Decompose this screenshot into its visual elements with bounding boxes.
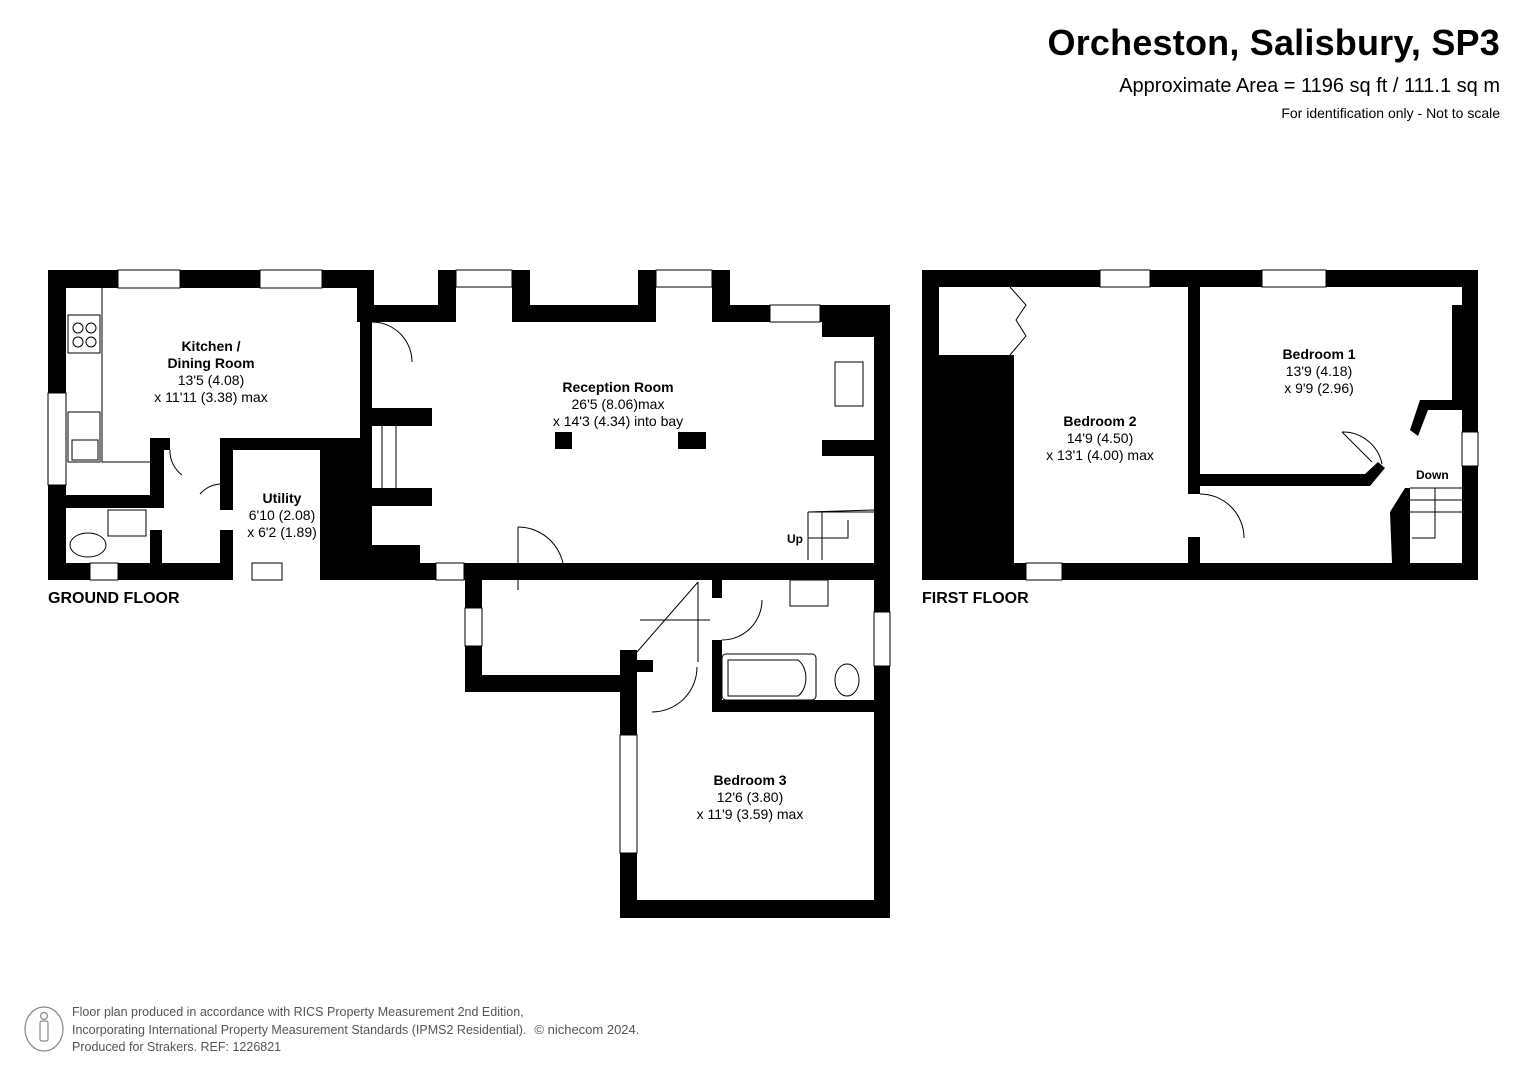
room-reception: Reception Room 26'5 (8.06)max x 14'3 (4.… — [552, 379, 684, 429]
footer-line-1: Floor plan produced in accordance with R… — [72, 1005, 524, 1019]
room-kitchen-dining: Kitchen / Dining Room 13'5 (4.08) x 11'1… — [154, 338, 268, 405]
ground-floor-label: GROUND FLOOR — [48, 590, 180, 607]
first-floor-walls — [922, 270, 1478, 580]
approximate-area: Approximate Area = 1196 sq ft / 111.1 sq… — [1119, 75, 1500, 97]
scale-note: For identification only - Not to scale — [1281, 105, 1500, 121]
footer-person-icon — [24, 1006, 64, 1052]
ground-floor-fixtures — [67, 288, 875, 713]
first-floor-windows — [1025, 269, 1479, 581]
stairs-up-label: Up — [787, 532, 803, 546]
room-utility: Utility 6'10 (2.08) x 6'2 (1.89) — [247, 490, 317, 540]
room-bedroom-3: Bedroom 3 12'6 (3.80) x 11'9 (3.59) max — [696, 772, 804, 822]
plan-footer: Floor plan produced in accordance with R… — [72, 1004, 639, 1056]
copyright: © nichecom 2024. — [534, 1022, 640, 1037]
footer-line-3: Produced for Strakers. REF: 1226821 — [72, 1040, 282, 1054]
room-bedroom-1: Bedroom 1 13'9 (4.18) x 9'9 (2.96) — [1282, 346, 1356, 396]
ground-floor-windows — [47, 269, 891, 854]
room-bedroom-2: Bedroom 2 14'9 (4.50) x 13'1 (4.00) max — [1046, 413, 1154, 463]
first-floor-fixtures — [1009, 286, 1462, 564]
footer-line-2: Incorporating International Property Mea… — [72, 1022, 640, 1037]
first-floor-label: FIRST FLOOR — [922, 590, 1029, 607]
stairs-down-label: Down — [1416, 468, 1449, 482]
property-title: Orcheston, Salisbury, SP3 — [1047, 22, 1500, 63]
plan-header: Orcheston, Salisbury, SP3 Approximate Ar… — [1048, 22, 1501, 122]
